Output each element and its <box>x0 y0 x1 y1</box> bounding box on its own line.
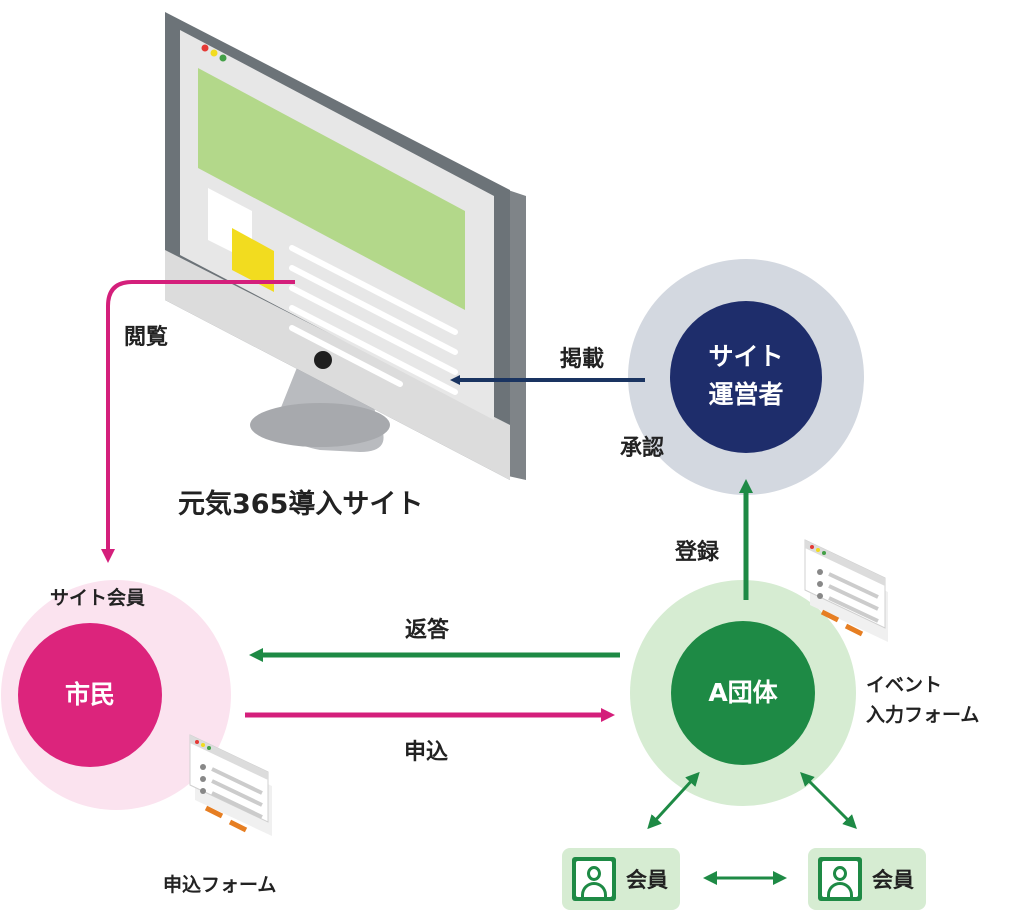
operator-circle <box>670 301 822 453</box>
operator-label: サイト 運営者 <box>708 342 784 409</box>
label-event-form: イベント 入力フォーム <box>866 674 980 726</box>
label-view: 閲覧 <box>124 325 169 350</box>
label-register: 登録 <box>675 540 720 565</box>
label-reply: 返答 <box>405 618 450 643</box>
group-label: A団体 <box>708 678 778 707</box>
label-approve: 承認 <box>620 436 665 461</box>
citizen-circle <box>18 623 162 767</box>
citizen-label: 市民 <box>64 680 115 709</box>
arrow-group-member-left <box>647 771 700 830</box>
label-post: 掲載 <box>560 347 605 372</box>
member-label: 会員 <box>872 868 914 892</box>
citizen-node <box>1 580 231 810</box>
person-icon <box>572 857 616 901</box>
site-title: 元気365導入サイト <box>178 489 424 520</box>
apply-form-illustration <box>189 734 272 836</box>
group-circle <box>671 621 815 765</box>
member-label: 会員 <box>626 868 668 892</box>
member-card-right: 会員 <box>808 848 926 910</box>
event-form-illustration <box>804 539 888 642</box>
person-icon <box>818 857 862 901</box>
label-site-member: サイト会員 <box>50 587 146 609</box>
label-apply-form: 申込フォーム <box>163 874 277 896</box>
monitor-illustration <box>165 12 526 480</box>
group-node <box>630 580 856 806</box>
arrow-view <box>101 280 295 563</box>
label-apply: 申込 <box>404 740 449 765</box>
operator-node <box>628 259 864 495</box>
arrow-group-member-right <box>800 772 857 829</box>
member-card-left: 会員 <box>562 848 680 910</box>
